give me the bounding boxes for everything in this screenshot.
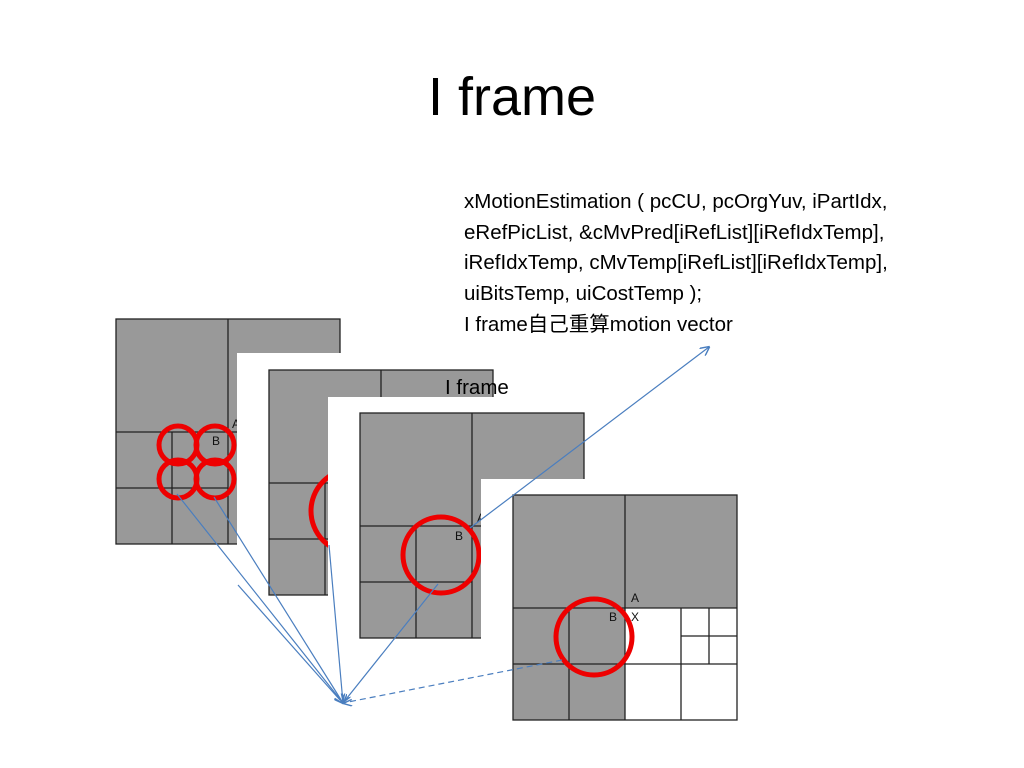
frame-3-circle bbox=[400, 514, 482, 596]
arrow-from-frame-3 bbox=[343, 583, 439, 703]
arrow-to-motion-vector-text bbox=[469, 347, 709, 529]
frame-4-circle bbox=[553, 596, 635, 678]
frame-1-label-a: A bbox=[232, 417, 240, 431]
code-line: iRefIdxTemp, cMvTemp[iRefList][iRefIdxTe… bbox=[464, 251, 888, 275]
frame-3-label-b: B bbox=[455, 529, 463, 543]
frame-4-label-b: B bbox=[609, 610, 617, 624]
slide-title: I frame bbox=[427, 67, 597, 127]
code-text: xMotionEstimation ( pcCU, pcOrgYuv, iPar… bbox=[464, 187, 1014, 341]
code-line: eRefPicList, &cMvPred[iRefList][iRefIdxT… bbox=[464, 220, 885, 244]
code-line: uiBitsTemp, uiCostTemp ); bbox=[464, 282, 703, 306]
arrow-from-frame-1-right bbox=[213, 496, 343, 703]
frame-4: A B X bbox=[512, 494, 738, 721]
frame-1-circle-tr bbox=[193, 423, 237, 467]
code-line: xMotionEstimation ( pcCU, pcOrgYuv, iPar… bbox=[464, 190, 888, 213]
arrow-origin bbox=[237, 584, 341, 701]
arrow-from-frame-2 bbox=[328, 544, 343, 703]
code-line-motion-vector: I frame自己重算motion vector bbox=[464, 312, 733, 336]
arrow-from-frame-1-left bbox=[176, 493, 343, 703]
arrow-dashed-to-frame-4 bbox=[343, 659, 563, 703]
frame-label: I frame bbox=[445, 376, 509, 399]
frame-4-label-a: A bbox=[631, 591, 639, 605]
frame-1-label-b: B bbox=[212, 434, 220, 448]
arrows bbox=[176, 347, 709, 703]
frame-4-label-x: X bbox=[631, 610, 639, 624]
